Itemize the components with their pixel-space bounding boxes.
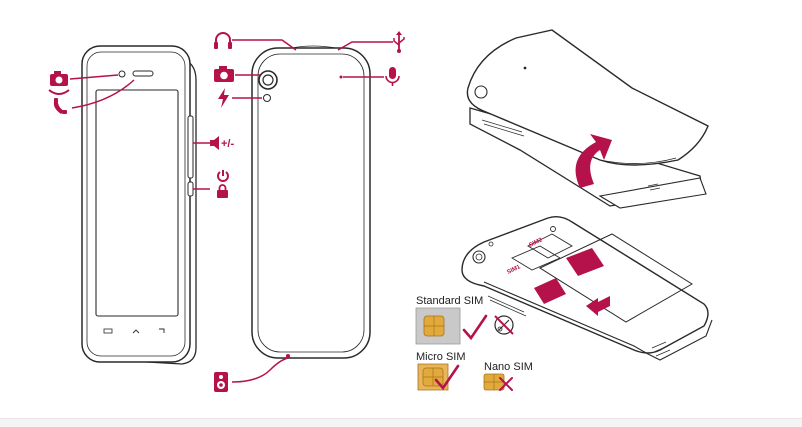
phone-receiver-icon <box>53 98 67 114</box>
microphone-icon <box>385 67 400 86</box>
front-camera-icon <box>48 71 70 95</box>
lock-icon <box>217 184 228 198</box>
speaker-icon <box>214 372 228 392</box>
phone-front-view <box>81 45 197 365</box>
headset-icon <box>214 32 232 49</box>
micro-sim-card <box>417 363 460 391</box>
nano-sim-label: Nano SIM <box>484 361 533 373</box>
standard-sim-label: Standard SIM <box>416 295 483 307</box>
micro-sim-label: Micro SIM <box>416 351 466 363</box>
bottom-border <box>0 418 802 427</box>
camera-icon <box>214 66 234 82</box>
volume-label: +/- <box>221 138 234 150</box>
cover-removal-illustration <box>466 29 709 209</box>
sim-insertion-illustration <box>461 215 713 361</box>
volume-icon <box>210 136 219 150</box>
scissors-icon <box>494 315 514 335</box>
standard-sim-card <box>415 307 488 345</box>
sim1-slot-label: SIM1 <box>506 264 522 276</box>
sim2-slot-label: SIM2 <box>528 237 544 249</box>
nano-sim-card <box>483 373 513 391</box>
usb-icon <box>393 31 405 53</box>
back-callouts <box>231 39 393 383</box>
flash-icon <box>218 88 229 108</box>
power-icon <box>217 170 229 182</box>
front-callouts <box>69 74 210 190</box>
phone-back-view <box>251 45 371 359</box>
